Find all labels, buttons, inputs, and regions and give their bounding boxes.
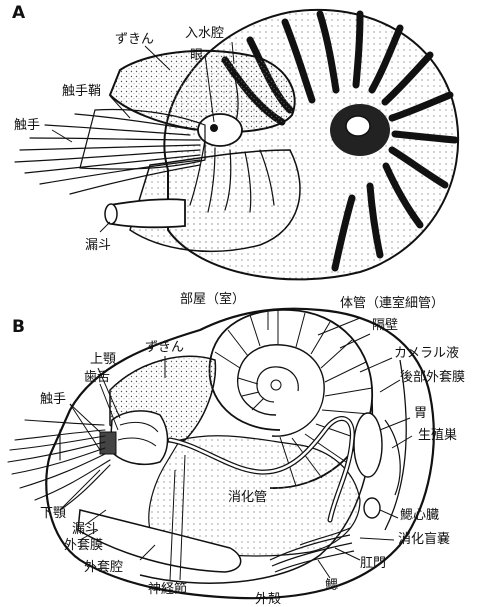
- branchial-heart-b: [364, 498, 380, 518]
- label-stomach: 胃: [414, 406, 427, 421]
- label-hood-b: ずきん: [145, 340, 184, 355]
- label-lower-jaw: 下顎: [40, 506, 66, 521]
- label-camera-fluid: カメラル液: [394, 346, 459, 361]
- panel-b-letter: B: [12, 318, 25, 336]
- label-chamber: 部屋（室）: [180, 292, 245, 307]
- buccal-mass-b: [110, 411, 168, 464]
- stomach-b: [354, 413, 382, 477]
- label-tentacles-b: 触手: [40, 392, 66, 407]
- label-inlet-cavity: 入水腔: [185, 26, 224, 41]
- label-digestive-caecum: 消化盲嚢: [398, 532, 450, 547]
- funnel-a: [110, 199, 185, 227]
- label-tentacle-sheath: 触手鞘: [62, 84, 101, 99]
- label-gill: 鰓: [325, 578, 338, 593]
- label-posterior-mantle: 後部外套膜: [400, 370, 465, 385]
- label-tentacles-a: 触手: [14, 118, 40, 133]
- label-mantle-cavity: 外套腔: [84, 560, 123, 575]
- panel-a-letter: A: [12, 4, 25, 22]
- panel-b-drawing: [8, 309, 434, 598]
- label-hood-a: ずきん: [115, 32, 154, 47]
- label-branchial-heart: 鰓心臓: [400, 508, 439, 523]
- panel-a-drawing: [15, 10, 458, 280]
- label-eye: 眼: [190, 48, 203, 63]
- label-gonad: 生殖巣: [418, 428, 457, 443]
- label-digestive-tract: 消化管: [228, 490, 267, 505]
- label-nerve-ganglion: 神経節: [148, 582, 187, 597]
- label-funnel-b: 漏斗: [72, 522, 98, 537]
- label-mantle: 外套膜: [64, 538, 103, 553]
- label-upper-jaw: 上顎: [90, 352, 116, 367]
- label-shell: 外殻: [255, 592, 281, 607]
- label-anus: 肛門: [360, 556, 386, 571]
- label-radula: 歯舌: [84, 370, 110, 385]
- label-septum: 隔壁: [372, 318, 398, 333]
- label-siphuncle: 体管（連室細管）: [340, 296, 444, 311]
- label-funnel-a: 漏斗: [85, 238, 111, 253]
